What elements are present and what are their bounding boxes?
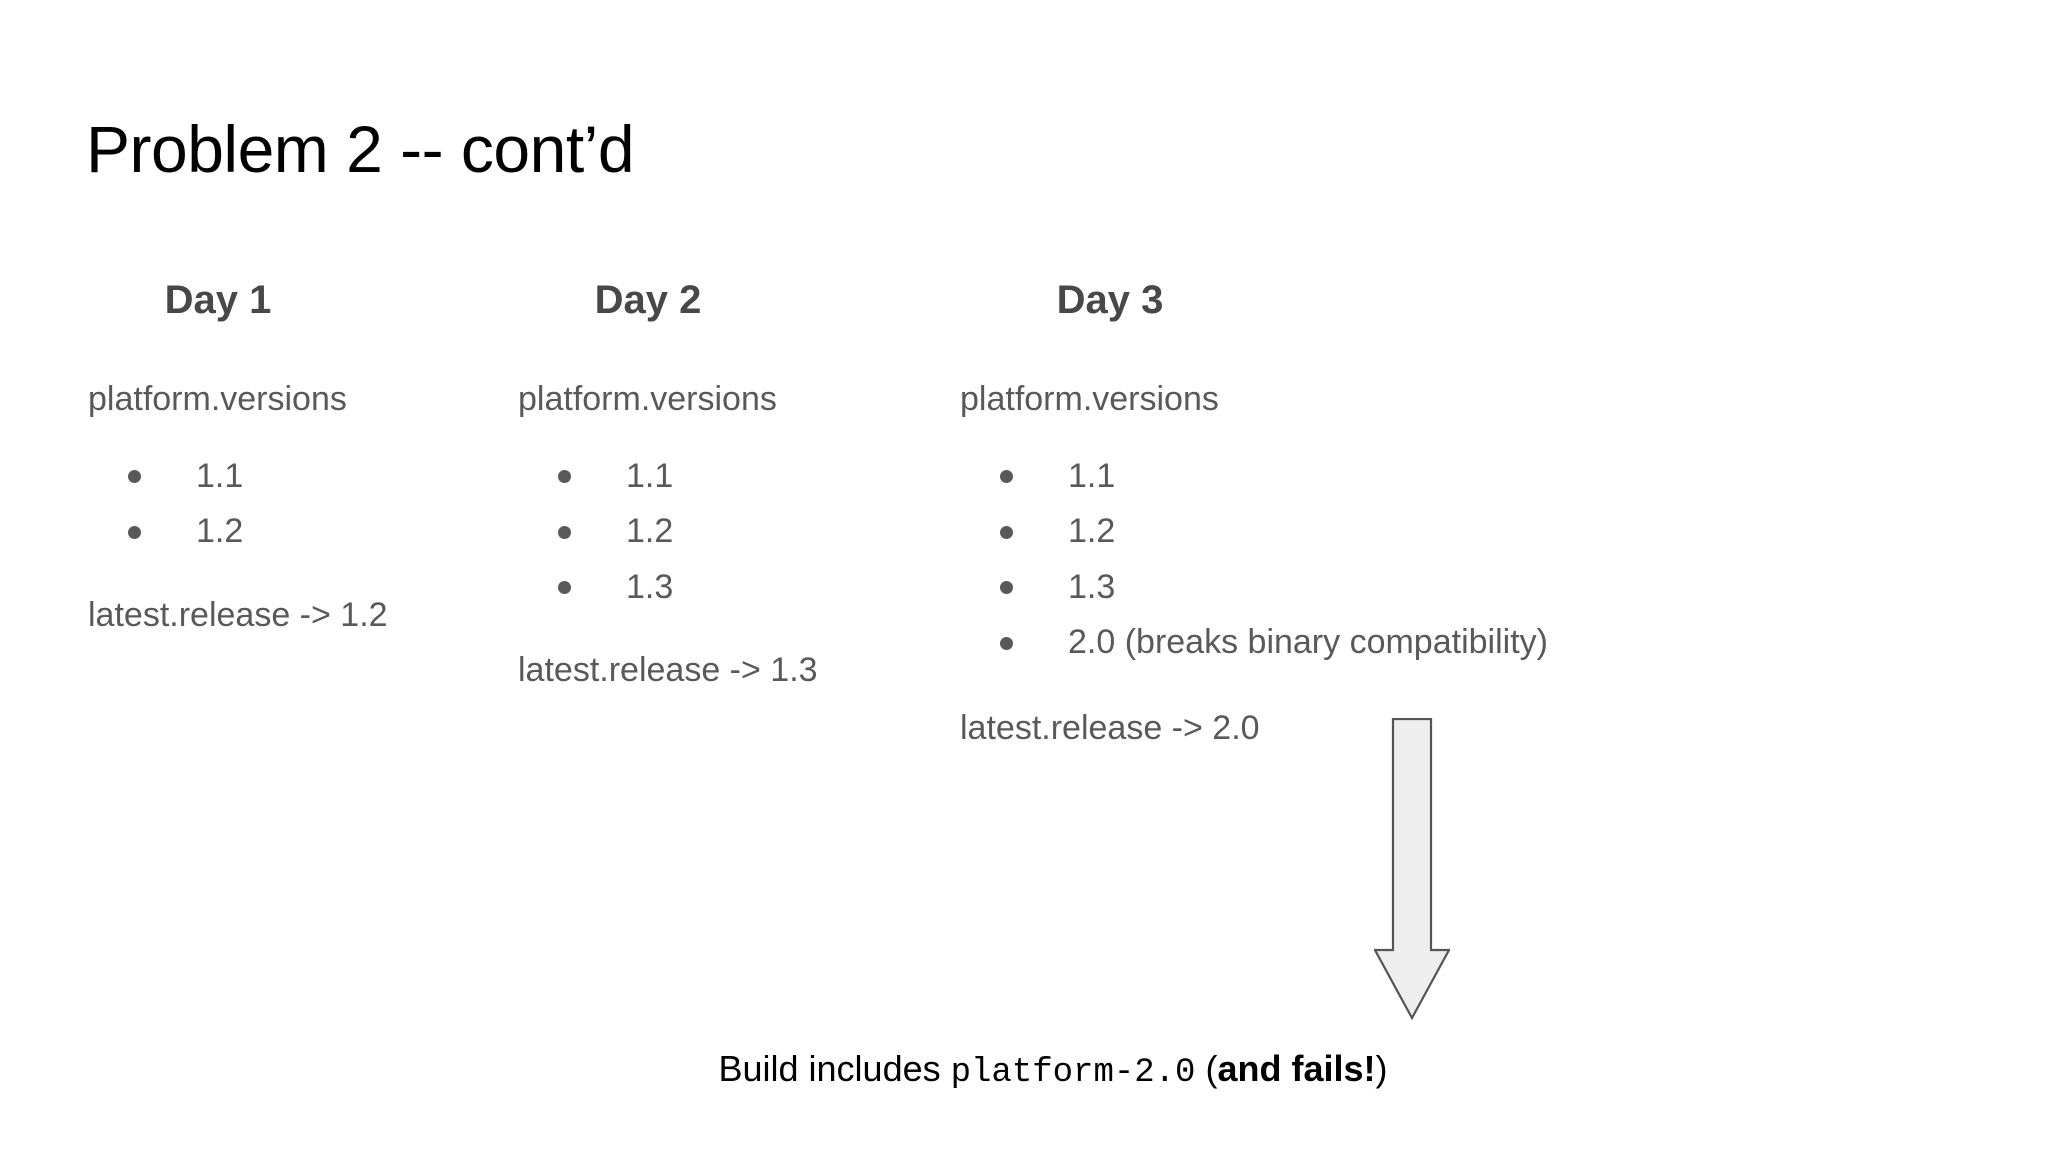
- bullet-icon: [558, 470, 571, 484]
- version-value: 1.1: [196, 456, 244, 495]
- version-value: 1.3: [626, 567, 674, 606]
- bullet-icon: [128, 525, 141, 539]
- day-column-2: Day 2 platform.versions 1.1 1.2 1.3 late…: [518, 272, 848, 692]
- day-3-heading: Day 3: [1056, 278, 1164, 322]
- bullet-icon: [1000, 525, 1013, 539]
- list-item: 1.2: [518, 510, 848, 554]
- list-item: 1.1: [518, 455, 848, 499]
- day-column-3: Day 3 platform.versions 1.1 1.2 1.3 2.0 …: [960, 272, 1720, 749]
- day-2-heading: Day 2: [594, 278, 702, 322]
- caption-lead: Build includes: [718, 1048, 951, 1089]
- bullet-icon: [1000, 470, 1013, 484]
- day-2-version-list: 1.1 1.2 1.3: [518, 455, 848, 610]
- caption-package: platform-2.0: [950, 1054, 1196, 1092]
- bullet-icon: [1000, 636, 1013, 650]
- list-item: 1.1: [88, 455, 418, 499]
- down-arrow-icon: [1374, 718, 1450, 1020]
- caption-emphasis: and fails!: [1217, 1048, 1376, 1089]
- day-3-latest-release: latest.release -> 2.0: [960, 708, 1260, 747]
- day-1-heading: Day 1: [164, 278, 272, 322]
- list-item: 1.3: [518, 566, 848, 610]
- list-item: 1.1: [960, 455, 1720, 499]
- version-value: 1.1: [626, 456, 674, 495]
- caption-close-paren: ): [1375, 1048, 1388, 1089]
- day-1-latest-release: latest.release -> 1.2: [88, 595, 388, 634]
- day-3-version-list: 1.1 1.2 1.3 2.0 (breaks binary compatibi…: [960, 455, 1720, 665]
- day-1-version-list: 1.1 1.2: [88, 455, 418, 554]
- list-item: 2.0 (breaks binary compatibility): [960, 621, 1720, 665]
- bullet-icon: [1000, 581, 1013, 595]
- bullet-icon: [558, 525, 571, 539]
- list-item: 1.2: [960, 510, 1720, 554]
- version-value: 1.2: [1068, 512, 1116, 551]
- version-value: 2.0 (breaks binary compatibility): [1068, 623, 1548, 662]
- list-item: 1.3: [960, 566, 1720, 610]
- caption-open-paren: (: [1195, 1048, 1218, 1089]
- version-value: 1.2: [196, 512, 244, 551]
- build-caption: Build includes platform-2.0 (and fails!): [0, 1048, 2048, 1092]
- day-2-latest-release: latest.release -> 1.3: [518, 651, 818, 690]
- version-value: 1.3: [1068, 567, 1116, 606]
- version-value: 1.1: [1068, 456, 1116, 495]
- bullet-icon: [558, 581, 571, 595]
- list-item: 1.2: [88, 510, 418, 554]
- bullet-icon: [128, 470, 141, 484]
- day-column-1: Day 1 platform.versions 1.1 1.2 latest.r…: [88, 272, 418, 636]
- day-1-versions-label: platform.versions: [88, 380, 347, 418]
- day-3-versions-label: platform.versions: [960, 380, 1219, 418]
- version-value: 1.2: [626, 512, 674, 551]
- day-2-versions-label: platform.versions: [518, 380, 777, 418]
- page-title: Problem 2 -- cont’d: [86, 112, 635, 186]
